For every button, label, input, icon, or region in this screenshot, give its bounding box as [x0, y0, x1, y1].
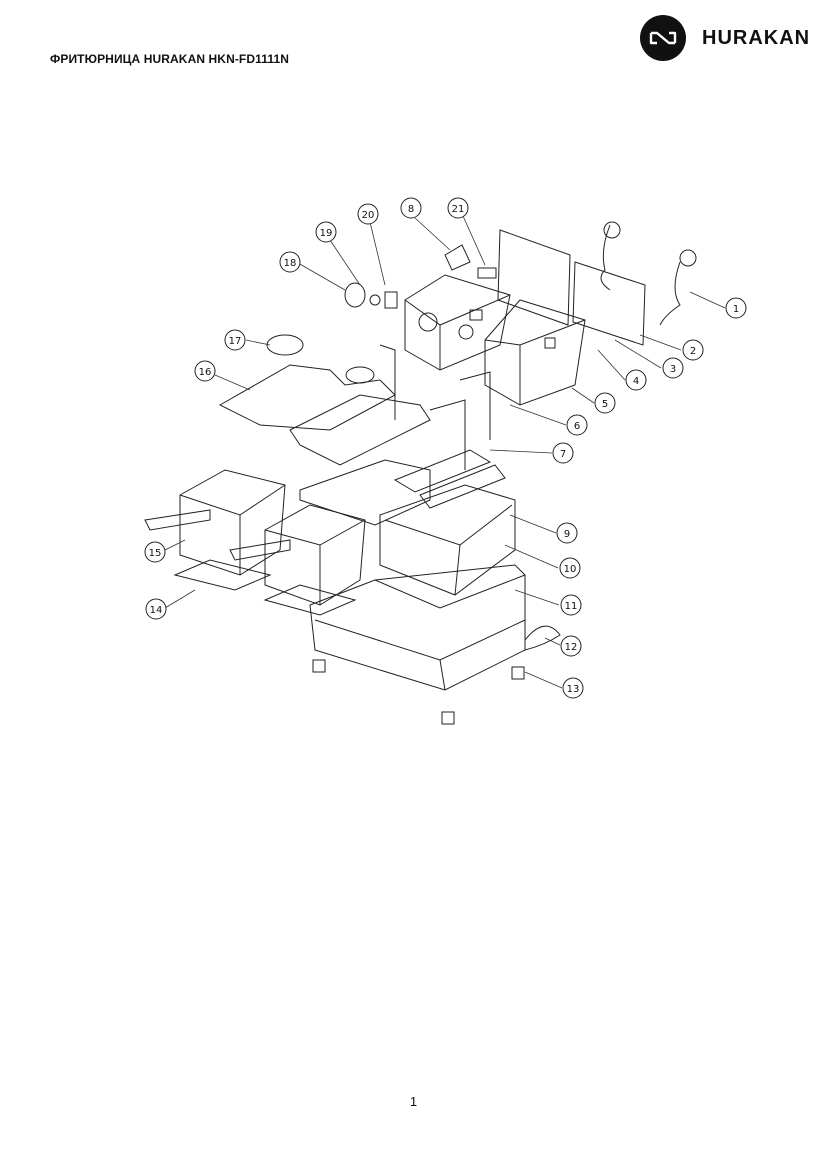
hurakan-logo: HURAKAN [640, 15, 810, 61]
fryer-housing [309, 564, 526, 691]
svg-text:2: 2 [690, 346, 696, 357]
callout-8: 8 [400, 197, 422, 219]
lids [218, 334, 431, 466]
heating-element [379, 344, 506, 509]
callout-18: 18 [279, 251, 301, 273]
svg-text:6: 6 [574, 421, 580, 432]
svg-text:1: 1 [733, 304, 739, 315]
callout-4: 4 [625, 369, 647, 391]
control-box-right [484, 299, 586, 406]
svg-text:12: 12 [565, 642, 578, 653]
leader-lines [164, 215, 726, 689]
power-cords [600, 221, 697, 326]
callout-21: 21 [447, 197, 469, 219]
svg-text:4: 4 [633, 376, 639, 387]
basket-right [229, 504, 366, 606]
svg-text:20: 20 [362, 210, 375, 221]
svg-text:15: 15 [149, 548, 162, 559]
svg-text:14: 14 [150, 605, 163, 616]
svg-text:19: 19 [320, 228, 333, 239]
rear-panels [497, 229, 646, 346]
callout-17: 17 [224, 329, 246, 351]
callout-5: 5 [594, 392, 616, 414]
callout-19: 19 [315, 221, 337, 243]
callouts: 1 2 3 4 5 6 7 8 9 10 11 12 13 14 15 16 1… [144, 197, 747, 699]
callout-2: 2 [682, 339, 704, 361]
logo-text: HURAKAN [702, 26, 811, 49]
oil-tank [299, 459, 516, 596]
callout-16: 16 [194, 360, 216, 382]
callout-1: 1 [725, 297, 747, 319]
svg-text:17: 17 [229, 336, 242, 347]
svg-text:8: 8 [408, 204, 414, 215]
callout-3: 3 [662, 357, 684, 379]
callout-6: 6 [566, 414, 588, 436]
callout-15: 15 [144, 541, 166, 563]
svg-text:21: 21 [452, 204, 465, 215]
svg-text:5: 5 [602, 399, 608, 410]
control-box-left [404, 274, 511, 371]
callout-20: 20 [357, 203, 379, 225]
callout-12: 12 [560, 635, 582, 657]
svg-text:16: 16 [199, 367, 212, 378]
svg-text:10: 10 [564, 564, 577, 575]
svg-text:11: 11 [565, 601, 578, 612]
page-number: 1 [409, 1094, 418, 1109]
small-parts [312, 244, 561, 725]
svg-text:7: 7 [560, 449, 566, 460]
callout-9: 9 [556, 522, 578, 544]
callout-7: 7 [552, 442, 574, 464]
svg-text:13: 13 [567, 684, 580, 695]
basket-left [144, 469, 286, 576]
svg-text:18: 18 [284, 258, 297, 269]
logo-mark-icon [640, 15, 686, 61]
svg-text:3: 3 [670, 364, 676, 375]
callout-13: 13 [562, 677, 584, 699]
document-title: ФРИТЮРНИЦА HURAKAN HKN-FD1111N [50, 52, 289, 66]
callout-14: 14 [145, 598, 167, 620]
svg-text:9: 9 [564, 529, 570, 540]
callout-10: 10 [559, 557, 581, 579]
basket-grates [173, 559, 357, 616]
callout-11: 11 [560, 594, 582, 616]
